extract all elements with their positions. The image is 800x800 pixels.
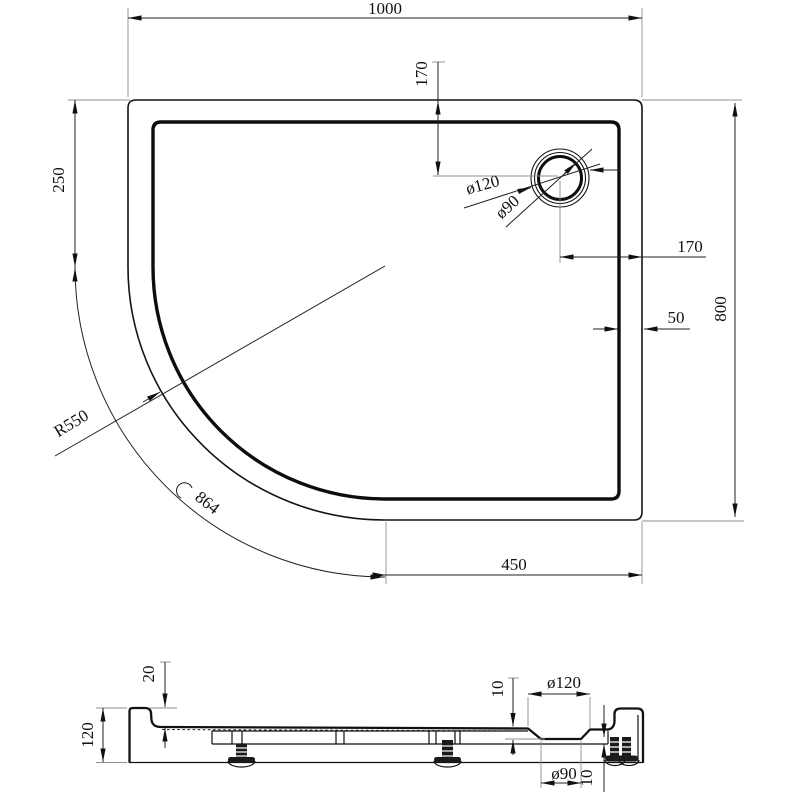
section-profile	[128, 706, 645, 764]
drain-inner-leader	[505, 148, 593, 228]
leg-middle	[433, 740, 462, 768]
dim-drain-top-label: 170	[412, 61, 431, 87]
leg-left	[227, 744, 256, 768]
dim-left-straight-label: 250	[49, 167, 68, 193]
radius-leader-line	[54, 265, 386, 457]
frame-dividers	[231, 731, 461, 744]
tray-outer-edge	[127, 99, 643, 521]
dim-waste-boss-label: 10	[577, 770, 596, 787]
dim-height-label: 800	[711, 296, 730, 322]
leg-right-pair	[604, 737, 640, 767]
dim-corner-radius-label: R550	[50, 406, 91, 441]
dim-recess-depth-label: 10	[488, 681, 507, 698]
dim-arc-length-line	[74, 266, 386, 578]
dim-drain-outer-label: ø120	[464, 171, 502, 198]
dim-drain-right-label: 170	[677, 237, 703, 256]
dim-total-height-label: 120	[78, 722, 97, 748]
dim-recess-outer-label: ø120	[547, 673, 581, 692]
dim-arc-length-label: 864	[191, 487, 223, 518]
dim-recess-inner-label: ø90	[551, 764, 577, 783]
dim-width-label: 1000	[368, 0, 402, 18]
tray-inner-edge	[151, 120, 621, 501]
drain-outer-leader	[463, 163, 601, 209]
dim-rim-width-label: 50	[668, 308, 685, 327]
arc-length-symbol	[176, 482, 193, 499]
top-view: 1000 250 800 170 170 50 450 864 R55	[49, 0, 744, 584]
support-frame	[211, 730, 609, 745]
dim-drain-inner-label: ø90	[491, 191, 523, 222]
dim-bottom-straight-label: 450	[501, 555, 527, 574]
section-view: 20 120 10 ø120 ø90 10	[78, 661, 645, 792]
dim-lip-drop-label: 20	[139, 666, 158, 683]
